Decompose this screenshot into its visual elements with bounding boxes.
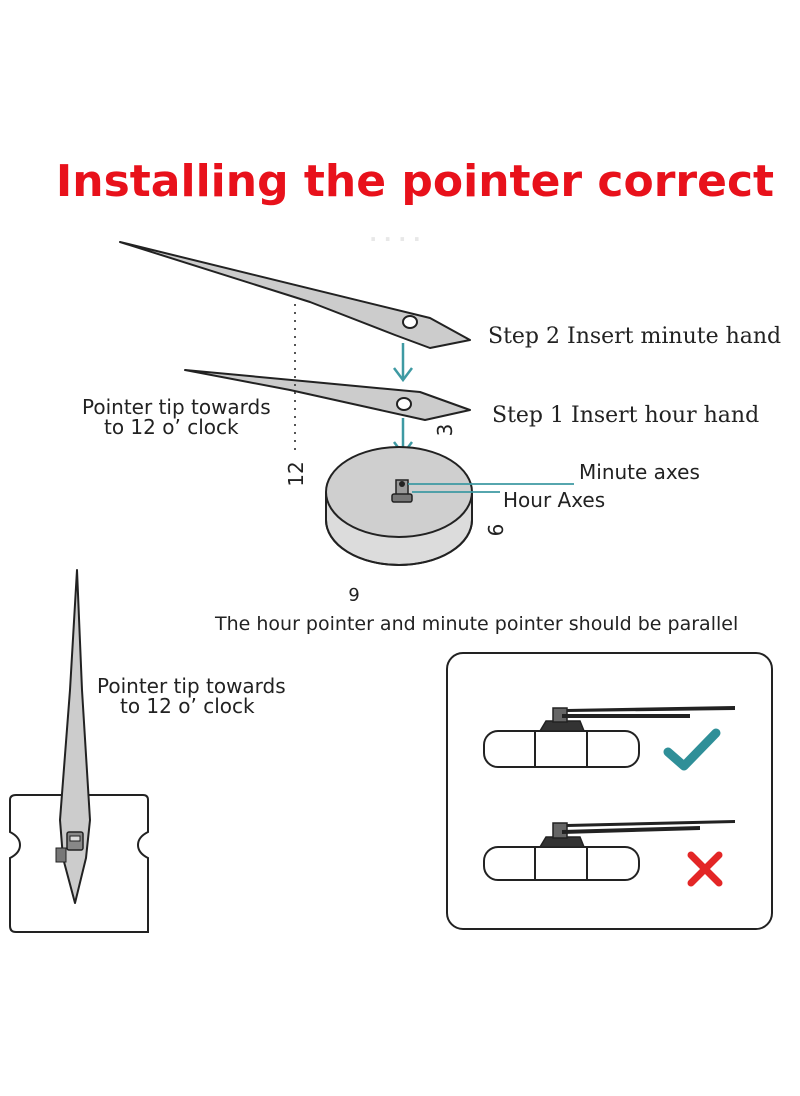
- hour-hand-hole: [396, 397, 412, 411]
- insert-arrow-top: [393, 343, 413, 383]
- page-title: Installing the pointer correct: [56, 156, 774, 207]
- dial-number-6-right: 6: [484, 524, 508, 537]
- pointer-tip-label2-line2: to 12 o’ clock: [120, 694, 255, 718]
- dial-number-12: 12: [284, 461, 308, 486]
- dial-number-3: 3: [433, 424, 457, 437]
- hour-hand: [184, 369, 471, 421]
- faint-watermark: · · · ·: [369, 227, 420, 251]
- minute-axes-label: Minute axes: [579, 460, 700, 484]
- pointer-tip-label-line1: Pointer tip towards: [82, 395, 271, 419]
- cross-icon: [687, 851, 723, 887]
- minute-hand-hole: [402, 315, 418, 329]
- vertical-hand: [55, 569, 91, 904]
- comparison-panel: [446, 652, 773, 930]
- step2-label: Step 2 Insert minute hand: [488, 324, 781, 349]
- clock-movement-round: [325, 446, 473, 566]
- parallel-note: The hour pointer and minute pointer shou…: [214, 613, 738, 635]
- pointer-tip-label-line2: to 12 o’ clock: [104, 415, 239, 439]
- hour-axes-label: Hour Axes: [503, 488, 605, 512]
- step1-label: Step 1 Insert hour hand: [492, 403, 759, 428]
- pointer-tip-label2-line1: Pointer tip towards: [97, 674, 286, 698]
- dial-number-6-bottom: 6: [348, 583, 359, 604]
- minute-hand: [119, 241, 471, 349]
- check-icon: [663, 728, 721, 771]
- correct-example: [483, 706, 735, 768]
- incorrect-example: [483, 820, 735, 881]
